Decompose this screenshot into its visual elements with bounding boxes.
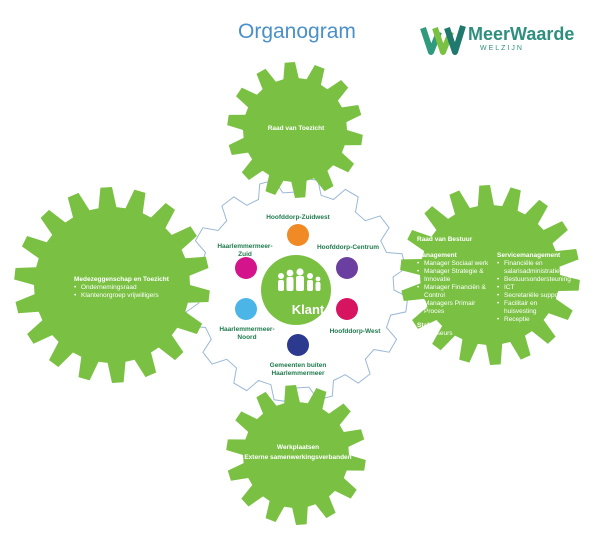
gear-bottom-line1: Werkplaatsen [276, 444, 320, 451]
service-heading: Servicemanagement [497, 252, 561, 259]
region-label-gemeenten-buiten: Gemeenten buiten Haarlemmermeer [269, 362, 327, 377]
list-item: Facilitair en huisvesting [497, 300, 571, 316]
region-label-hoofddorp-west: Hoofddorp-West [329, 328, 381, 335]
gear-right-content: Raad van Bestuur [417, 236, 577, 244]
page-title: Organogram [238, 20, 356, 43]
list-item: Managers Primair Proces [417, 300, 495, 316]
gear-left-content: Medezeggenschap en Toezicht Ondernemings… [74, 276, 204, 300]
region-dot-haarlemmermeer-noord [235, 298, 257, 320]
region-dot-gemeenten-buiten [287, 334, 309, 356]
list-item: Bestuursondersteuning [497, 276, 571, 284]
list-item: Receptie [497, 316, 571, 324]
management-heading: Management [417, 252, 457, 259]
region-label-hoofddorp-zuidwest: Hoofddorp-Zuidwest [266, 214, 330, 221]
list-item: Klantenorgroep vrijwilligers [74, 292, 204, 300]
gear-raad-van-toezicht [227, 62, 363, 198]
list-item: Secretariële support [497, 292, 571, 300]
staf-list: Adviseurs [417, 330, 495, 338]
staf-heading: Staf [417, 322, 430, 329]
logo-name: MeerWaarde [468, 24, 575, 44]
klant-people-icon [278, 268, 321, 291]
gear-top-title: Raad van Toezicht [267, 125, 325, 132]
gear-left-list: Ondernemingsraad Klantenorgroep vrijwill… [74, 284, 204, 300]
region-label-haarlemmermeer-zuid: Haarlemmermeer-Zuid [217, 243, 273, 258]
gear-bottom-line2: Externe samenwerkingsverbanden [244, 454, 352, 461]
management-list: Manager Sociaal werk Manager Strategie &… [417, 260, 495, 316]
gear-bottom-content: Werkplaatsen Externe samenwerkingsverban… [236, 443, 360, 463]
list-item: Adviseurs [417, 330, 495, 338]
region-dot-hoofddorp-zuidwest [287, 224, 309, 246]
list-item: Manager Strategie & Innovatie [417, 268, 495, 284]
region-dot-hoofddorp-west [336, 298, 358, 320]
list-item: Financiële en salarisadministratie [497, 260, 571, 276]
gear-left-title: Medezeggenschap en Toezicht [74, 276, 169, 283]
gear-right-title: Raad van Bestuur [417, 236, 473, 243]
management-column: Management Manager Sociaal werk Manager … [417, 252, 495, 338]
klant-label: Klant [291, 302, 325, 317]
region-dot-hoofddorp-centrum [336, 257, 358, 279]
list-item: Ondernemingsraad [74, 284, 204, 292]
region-dot-haarlemmermeer-zuid [235, 257, 257, 279]
brand-logo: MeerWaarde WELZIJN [420, 22, 580, 62]
service-column: Servicemanagement Financiële en salarisa… [497, 252, 571, 324]
meerwaarde-logo-icon [420, 25, 466, 55]
klant-circle [261, 255, 331, 325]
gear-werkplaatsen [226, 385, 366, 525]
logo-subtitle: WELZIJN [480, 45, 524, 52]
list-item: ICT [497, 284, 571, 292]
region-label-haarlemmermeer-noord: Haarlemmermeer-Noord [219, 326, 275, 341]
region-label-hoofddorp-centrum: Hoofddorp-Centrum [316, 244, 380, 251]
service-list: Financiële en salarisadministratie Bestu… [497, 260, 571, 324]
list-item: Manager Financiën & Control [417, 284, 495, 300]
list-item: Manager Sociaal werk [417, 260, 495, 268]
